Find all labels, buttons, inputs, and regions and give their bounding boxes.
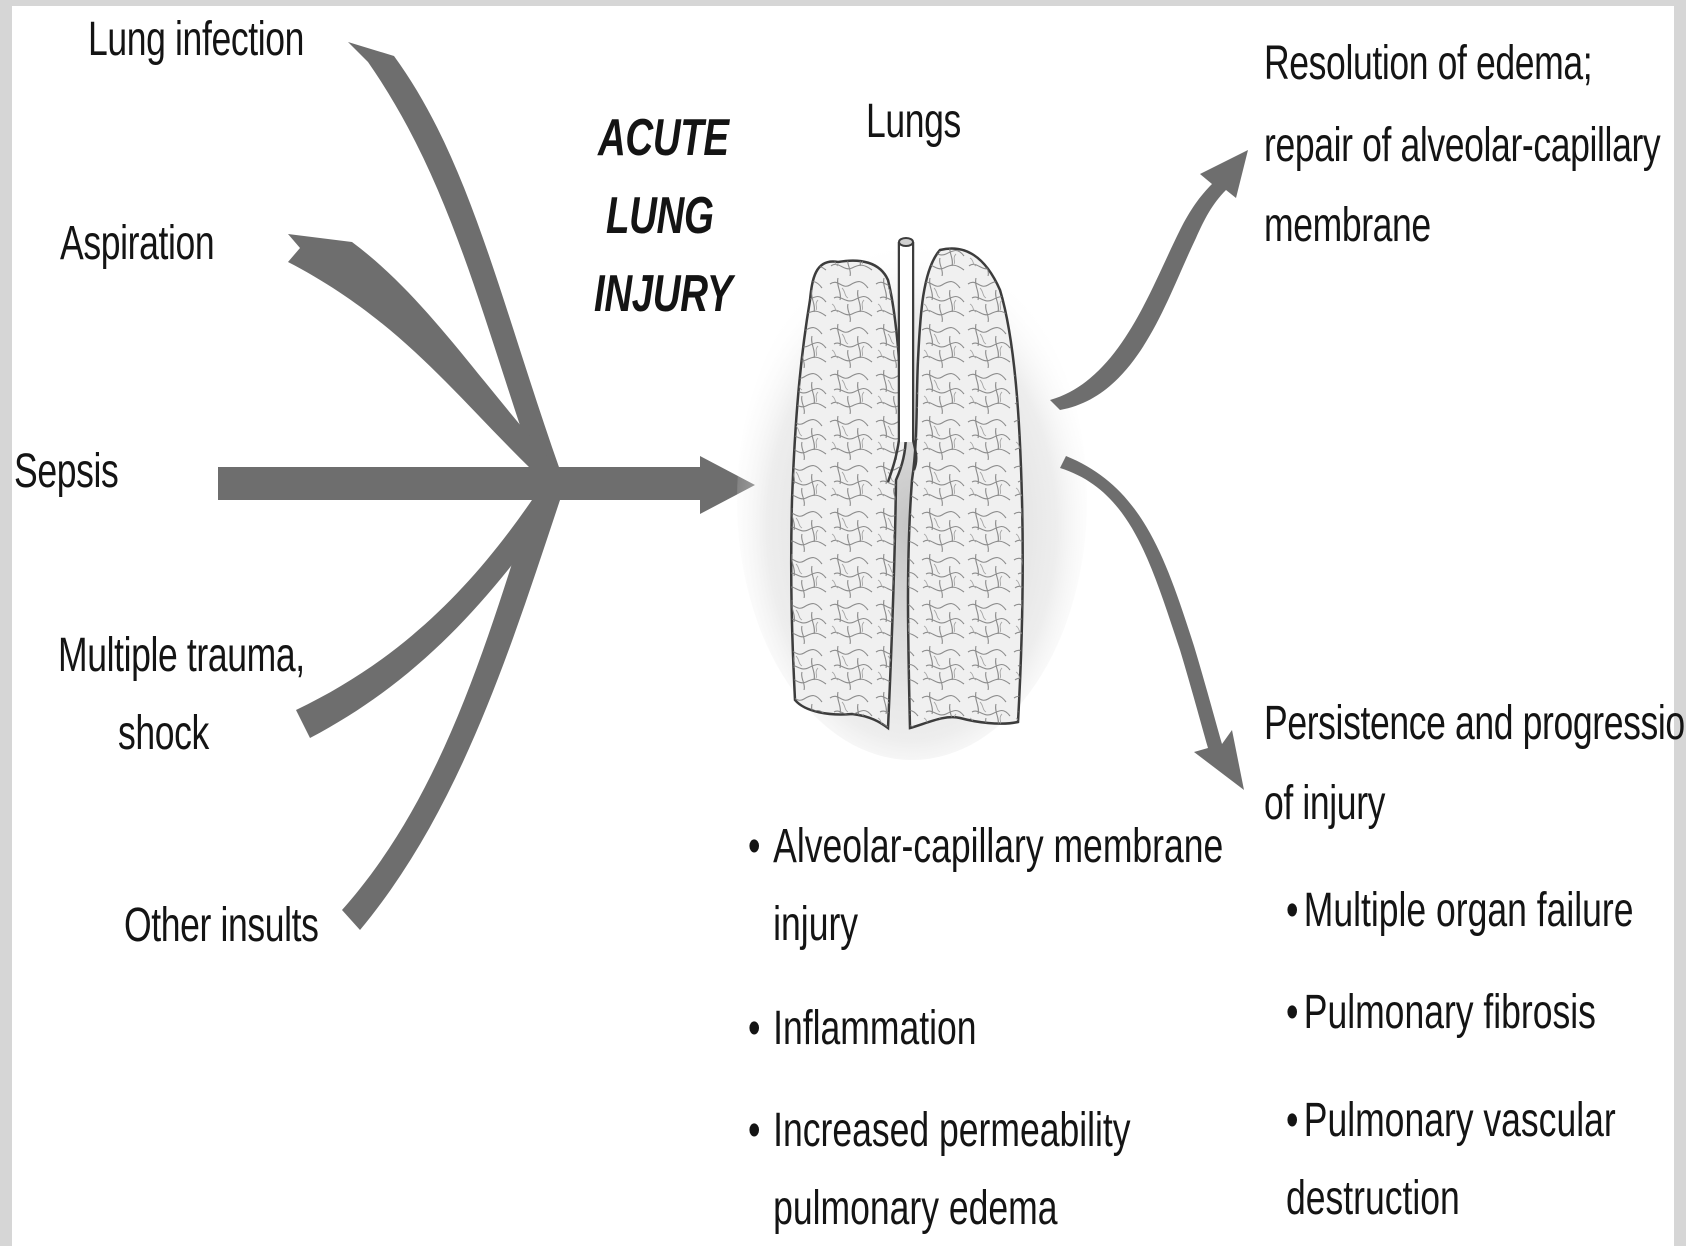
lungs-illustration (737, 238, 1087, 760)
pathology-item: •Alveolar-capillary membrane injury (748, 808, 1223, 964)
arrow-to-persistence (1060, 456, 1244, 790)
outcome-arrows (1050, 150, 1248, 790)
cause-label-other-insults: Other insults (124, 902, 319, 950)
resolution-line-1: Resolution of edema; (1264, 40, 1592, 88)
left-lung-vessels (791, 261, 906, 728)
title-line-acute: ACUTE (598, 112, 729, 164)
persistence-item-text: Multiple organ failure (1304, 884, 1634, 937)
title-line-injury: INJURY (594, 268, 732, 320)
resolution-line-3: membrane (1264, 202, 1431, 250)
arrow-to-resolution (1050, 150, 1248, 410)
persistence-item-text: Pulmonary fibrosis (1304, 986, 1596, 1039)
cause-label-multiple-trauma: Multiple trauma, (58, 632, 305, 680)
pathology-text: Alveolar-capillary membrane (773, 820, 1223, 873)
lungs-label: Lungs (866, 98, 961, 146)
resolution-line-2: repair of alveolar-capillary (1264, 122, 1660, 170)
cause-label-lung-infection: Lung infection (88, 16, 304, 64)
cause-label-sepsis: Sepsis (14, 448, 118, 496)
persistence-item: •Pulmonary fibrosis (1286, 974, 1596, 1052)
title-line-lung: LUNG (606, 190, 714, 242)
cause-arrows (218, 42, 755, 930)
arrow-from-multiple-trauma (296, 500, 560, 738)
pathology-text-cont: pulmonary edema (748, 1170, 1131, 1246)
bullet: • (1286, 1082, 1304, 1160)
persistence-item: •Pulmonary vascular destruction (1286, 1082, 1616, 1238)
persistence-item: •Multiple organ failure (1286, 872, 1633, 950)
arrow-from-other-insults (342, 500, 560, 930)
pathology-text: Increased permeability (773, 1104, 1130, 1157)
persistence-line-1: Persistence and progression (1264, 700, 1686, 748)
pathology-text: Inflammation (773, 1002, 976, 1055)
arrow-from-sepsis (218, 456, 755, 514)
persistence-item-text-cont: destruction (1286, 1160, 1616, 1238)
arrow-from-lung-infection (348, 42, 560, 470)
persistence-item-text: Pulmonary vascular (1304, 1094, 1616, 1147)
pathology-text-cont: injury (748, 886, 1223, 964)
bullet: • (1286, 974, 1304, 1052)
pathology-item: •Inflammation (748, 990, 976, 1068)
bullet: • (1286, 872, 1304, 950)
cause-label-shock: shock (118, 710, 209, 758)
cause-label-aspiration: Aspiration (60, 220, 214, 268)
pathology-item: •Increased permeability pulmonary edema (748, 1092, 1131, 1246)
bullet: • (748, 990, 773, 1068)
persistence-line-2: of injury (1264, 780, 1385, 828)
trachea-top (899, 238, 913, 246)
bullet: • (748, 808, 773, 886)
right-lung-vessels (908, 249, 1023, 728)
bullet: • (748, 1092, 773, 1170)
